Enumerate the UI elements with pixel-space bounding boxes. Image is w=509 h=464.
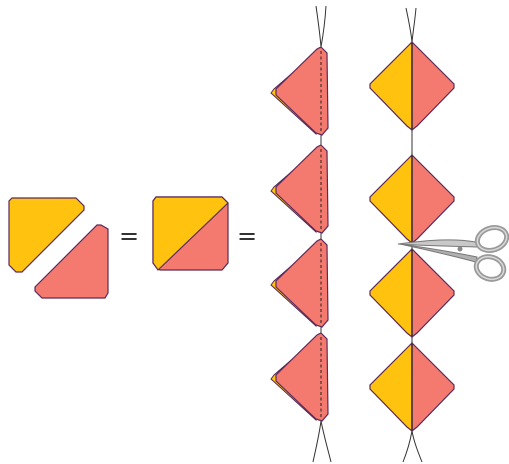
salmon-front: [275, 144, 329, 234]
folded-unit: [270, 238, 329, 328]
thread-top-left: [320, 5, 327, 48]
triangle-pair: [8, 197, 109, 299]
opened-unit: [369, 153, 455, 245]
opened-unit: [369, 341, 455, 433]
salmon-front: [275, 46, 329, 136]
yellow-half: [369, 341, 413, 433]
thread-top-right: [405, 7, 413, 43]
salmon-half: [411, 341, 455, 433]
salmon-front: [275, 238, 329, 328]
yellow-half: [369, 247, 413, 339]
salmon-half: [411, 247, 455, 339]
equals-sign-1: =: [119, 222, 140, 250]
chain-pieced-units-opened: [369, 40, 455, 433]
yellow-half: [369, 40, 413, 132]
thread-top-left: [315, 5, 322, 48]
thread-top-right: [411, 7, 417, 43]
folded-unit: [270, 46, 329, 136]
chain-pieced-units-folded: [270, 46, 329, 422]
salmon-half: [411, 40, 455, 132]
scissors-icon: [397, 225, 509, 282]
folded-unit: [270, 332, 329, 422]
opened-unit: [369, 40, 455, 132]
equals-sign-2: =: [237, 222, 258, 250]
scissors-pivot: [457, 246, 463, 252]
hst-yellow-half: [152, 196, 229, 271]
yellow-half: [369, 153, 413, 245]
thread-bottom-right: [402, 430, 413, 463]
opened-unit: [369, 247, 455, 339]
folded-unit: [270, 144, 329, 234]
scissors-handle-lower: [473, 254, 507, 282]
thread-bottom-right: [411, 430, 423, 463]
yellow-triangle: [8, 197, 85, 273]
half-square-triangle-unit: [152, 196, 229, 271]
thread-bottom-left: [312, 420, 322, 463]
salmon-front: [275, 332, 329, 422]
thread-bottom-left: [320, 420, 332, 463]
salmon-half: [411, 153, 455, 245]
salmon-triangle: [34, 224, 109, 299]
